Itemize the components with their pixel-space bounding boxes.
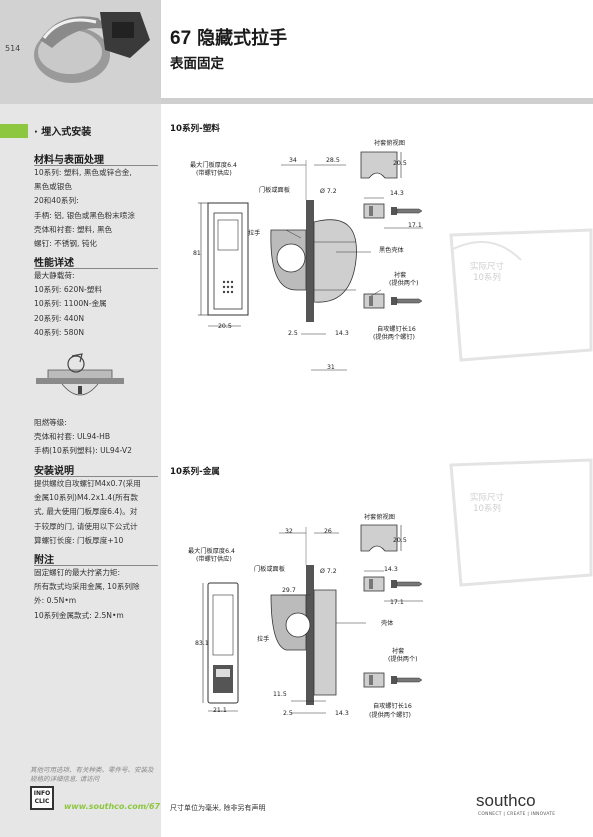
plastic-dim-14-3-b: 14.3 [335,330,349,337]
metal-dim-32: 32 [285,528,293,535]
metal-bushing-label: 衬套 [392,648,405,655]
install-illustration-icon [36,353,124,396]
product-number: 67 [170,28,192,49]
plastic-series-title: 10系列-塑料 [170,124,220,134]
plastic-door-panel-label: 门板或面板 [259,187,290,194]
plastic-screw-label: 自攻螺钉长16 [377,326,416,333]
plastic-dim-34: 34 [289,157,297,164]
units-note: 尺寸单位为毫米, 除非另有声明 [170,804,266,812]
plastic-dim-81: 81 [193,250,201,257]
installation-heading: 安装说明 [34,466,74,477]
plastic-dim-14-3-a: 14.3 [390,190,404,197]
plastic-shell-label: 黑色壳体 [379,247,404,254]
metal-with-screw-label: (带螺钉供应) [196,556,232,563]
metal-screw-supplied: (提供两个螺钉) [369,712,411,719]
plastic-drawing [198,151,593,371]
plastic-with-screw-label: (带螺钉供应) [196,170,232,177]
plastic-screw-supplied: (提供两个螺钉) [373,334,415,341]
sidebar [0,0,161,837]
metal-screw-label: 自攻螺钉长16 [373,703,412,710]
plastic-top-view-label: 衬套俯视图 [374,140,405,147]
page-number: 514 [5,44,21,53]
metal-drawing [202,458,593,714]
brand-tagline: CONNECT | CREATE | INNOVATE [478,812,556,817]
metal-dim-14-3-b: 14.3 [335,710,349,717]
divider [34,565,158,566]
divider [34,476,158,477]
flammability-text: 阻燃等级:壳体和衬套: UL94-HB 手柄(10系列塑料): UL94-V2 [34,418,132,456]
metal-series-title: 10系列-金属 [170,467,220,477]
plastic-dim-7-2: Ø 7.2 [320,188,337,195]
installation-text: 提供螺纹自攻螺钉M4x0.7(采用金属10系列)M4.2x1.4(所有款 式, … [34,479,141,545]
plastic-dim-20-5-top: 20.5 [393,160,407,167]
metal-dim-20-5-top: 20.5 [393,537,407,544]
footer-url-link[interactable]: www.southco.com/67 [64,802,161,811]
plastic-dim-31: 31 [327,364,335,371]
metal-max-panel-label: 最大门板厚度6.4 [188,548,235,555]
plastic-bushing-supplied: (提供两个) [389,280,419,287]
title-text: 隐藏式拉手 [197,28,288,49]
metal-handle-label: 拉手 [257,636,270,643]
accent-tab [0,124,28,138]
plastic-dim-17-1: 17.1 [408,222,422,229]
metal-dim-11-5: 11.5 [273,691,287,698]
metal-door-panel-label: 门板或面板 [254,566,285,573]
performance-heading: 性能详述 [34,258,74,269]
plastic-bushing-label: 衬套 [394,272,407,279]
metal-dim-29-7: 29.7 [282,587,296,594]
plastic-dim-2-5: 2.5 [288,330,298,337]
metal-dim-26: 26 [324,528,332,535]
notes-heading: 附注 [34,555,54,566]
plastic-handle-label: 拉手 [248,230,261,237]
metal-dim-21-1: 21.1 [213,707,227,714]
header-band [161,98,593,104]
product-photo [0,0,161,104]
metal-dim-2-5: 2.5 [283,710,293,717]
plastic-dim-20-5: 20.5 [218,323,232,330]
divider [34,268,158,269]
metal-dim-14-3-a: 14.3 [384,566,398,573]
footer-note: 其他可用选项、有关种类、零件号、安装及规格的详细信息, 请访问 [30,766,154,783]
metal-dim-7-2: Ø 7.2 [320,568,337,575]
metal-top-view-label: 衬套俯视图 [364,514,395,521]
plastic-max-panel-label: 最大门板厚度6.4 [190,162,237,169]
metal-dim-83-1: 83.1 [195,640,209,647]
metal-dim-17-1: 17.1 [390,599,404,606]
materials-heading: 材料与表面处理 [34,155,104,166]
brand-logo: southco [476,791,536,810]
page-subtitle: 表面固定 [170,56,224,72]
plastic-dim-28-5: 28.5 [326,157,340,164]
divider [34,165,158,166]
metal-bushing-supplied: (提供两个) [388,656,418,663]
metal-shell-label: 壳体 [381,620,394,627]
install-type: · 埋入式安装 [34,127,92,138]
materials-text: 10系列: 塑料, 黑色或锌合金,黑色或银色 20和40系列:手柄: 铝, 银色… [34,168,135,249]
